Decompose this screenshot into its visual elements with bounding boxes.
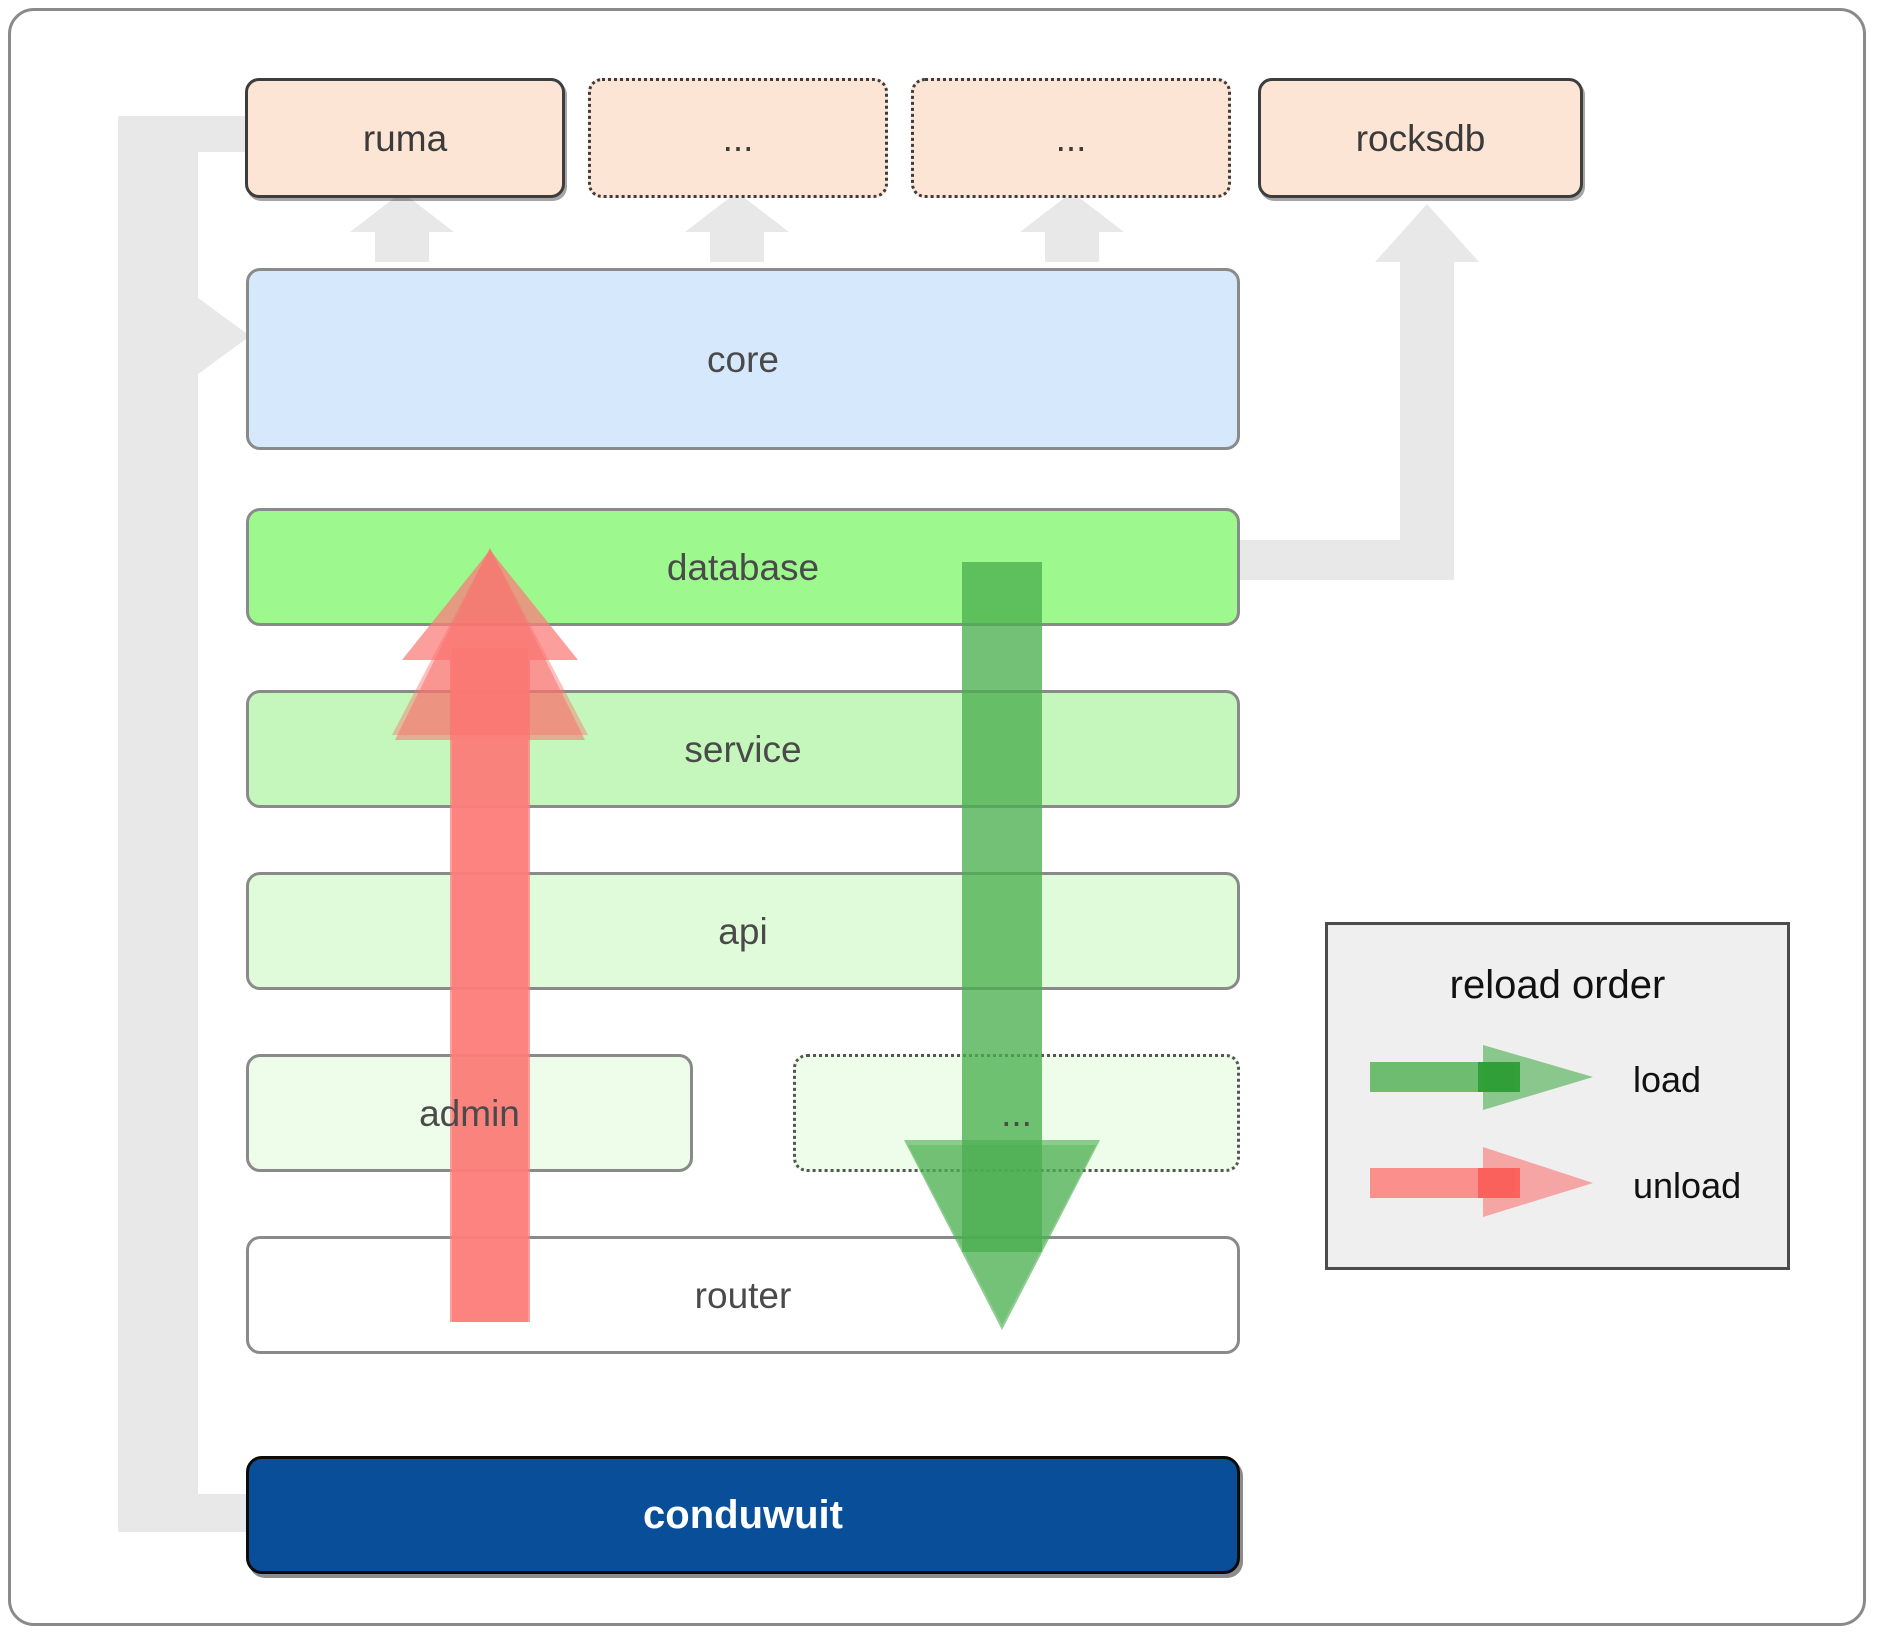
legend-label-unload: unload xyxy=(1633,1165,1742,1206)
layer-label-router: router xyxy=(694,1274,792,1316)
legend-title: reload order xyxy=(1449,963,1666,1007)
dep-label-ruma: ruma xyxy=(362,117,448,159)
layer-label-admin: admin xyxy=(419,1092,520,1134)
layer-box-database[interactable]: database xyxy=(246,508,1240,626)
layer-box-api[interactable]: api xyxy=(246,872,1240,990)
dep-box-rocksdb[interactable]: rocksdb xyxy=(1258,78,1583,198)
dep-label-rocksdb: rocksdb xyxy=(1355,117,1486,159)
layer-box-core[interactable]: core xyxy=(246,268,1240,450)
layer-label-extra: ... xyxy=(1001,1092,1032,1134)
legend-unload-arrow-icon xyxy=(1370,1147,1593,1217)
legend-arrow-glyphs xyxy=(1370,1045,1593,1217)
layer-label-service: service xyxy=(684,728,802,770)
layer-box-router[interactable]: router xyxy=(246,1236,1240,1354)
dep-box-2[interactable]: ... xyxy=(588,78,888,198)
dep-label-3: ... xyxy=(1055,117,1087,159)
layer-label-core: core xyxy=(707,338,779,380)
layer-label-api: api xyxy=(718,910,768,952)
layer-box-admin[interactable]: admin xyxy=(246,1054,693,1172)
dep-label-2: ... xyxy=(722,117,754,159)
layer-box-service[interactable]: service xyxy=(246,690,1240,808)
legend-panel: reload order load unload xyxy=(1325,922,1790,1270)
dep-box-ruma[interactable]: ruma xyxy=(245,78,565,198)
layer-box-extra[interactable]: ... xyxy=(793,1054,1240,1172)
diagram-frame xyxy=(8,8,1866,1626)
legend-label-load: load xyxy=(1633,1059,1702,1100)
application-label: conduwuit xyxy=(643,1492,843,1537)
dep-box-3[interactable]: ... xyxy=(911,78,1231,198)
application-box-conduwuit[interactable]: conduwuit xyxy=(246,1456,1240,1574)
legend-load-arrow-icon xyxy=(1370,1045,1593,1110)
layer-label-database: database xyxy=(666,546,820,588)
